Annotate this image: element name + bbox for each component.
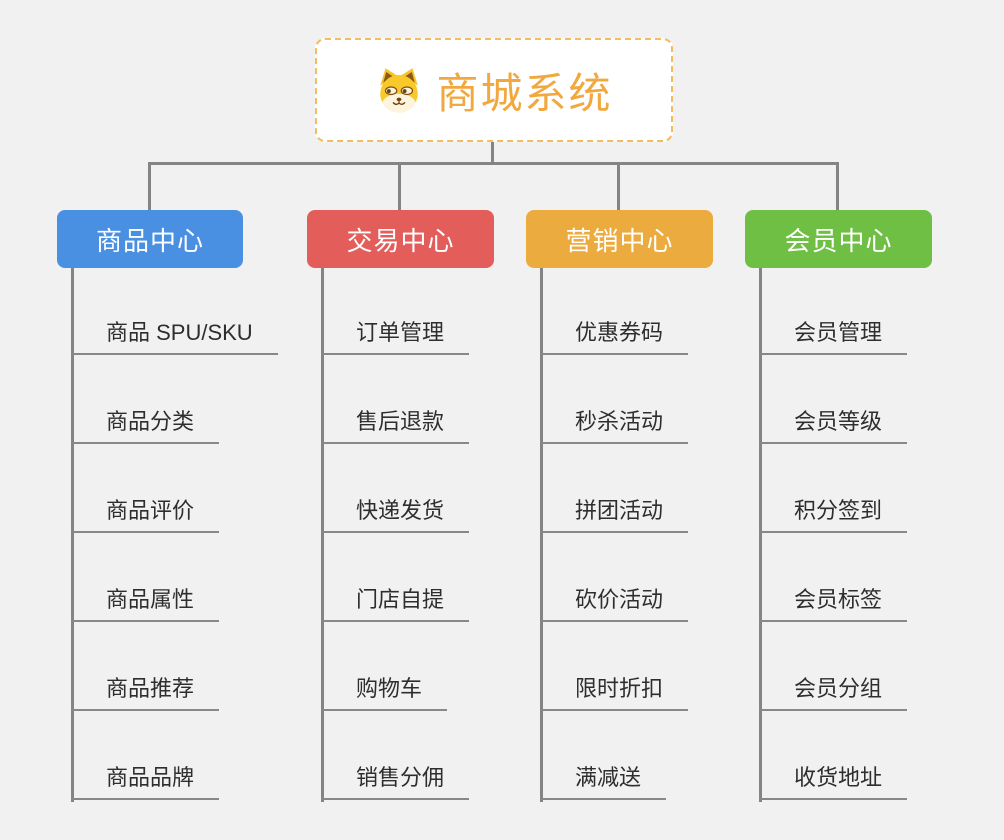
dog-face-icon	[380, 68, 419, 113]
leaf-node[interactable]: 收货地址	[759, 756, 908, 800]
branch-node-label: 会员中心	[784, 225, 893, 256]
connector-column-stem	[759, 267, 762, 802]
leaf-node[interactable]: 快递发货	[321, 489, 470, 533]
leaf-node[interactable]: 销售分佣	[321, 756, 470, 800]
connector-column-stem	[71, 267, 74, 802]
branch-node-member-center[interactable]: 会员中心	[745, 210, 932, 268]
leaf-node[interactable]: 优惠券码	[540, 311, 689, 355]
leaf-node[interactable]: 商品属性	[71, 578, 220, 622]
connector-column-stem	[321, 267, 324, 802]
leaf-node[interactable]: 商品评价	[71, 489, 220, 533]
mindmap-root-node[interactable]: 商城系统	[315, 38, 673, 142]
branch-node-product-center[interactable]: 商品中心	[57, 210, 243, 268]
leaf-node[interactable]: 商品分类	[71, 400, 220, 444]
branch-node-label: 商品中心	[95, 225, 204, 256]
leaf-node[interactable]: 积分签到	[759, 489, 908, 533]
connector-rail	[148, 162, 839, 165]
connector-branch-stub	[617, 162, 620, 211]
branch-node-marketing-center[interactable]: 营销中心	[526, 210, 713, 268]
leaf-node[interactable]: 会员标签	[759, 578, 908, 622]
connector-column-stem	[540, 267, 543, 802]
connector-branch-stub	[398, 162, 401, 211]
leaf-node[interactable]: 售后退款	[321, 400, 470, 444]
leaf-node[interactable]: 门店自提	[321, 578, 470, 622]
leaf-node[interactable]: 会员管理	[759, 311, 908, 355]
branch-node-trade-center[interactable]: 交易中心	[307, 210, 494, 268]
connector-branch-stub	[836, 162, 839, 211]
leaf-node[interactable]: 限时折扣	[540, 667, 689, 711]
branch-node-label: 营销中心	[565, 225, 674, 256]
leaf-node[interactable]: 会员等级	[759, 400, 908, 444]
leaf-node[interactable]: 订单管理	[321, 311, 470, 355]
leaf-node[interactable]: 商品 SPU/SKU	[71, 311, 278, 355]
leaf-node[interactable]: 砍价活动	[540, 578, 689, 622]
leaf-node[interactable]: 满减送	[540, 756, 667, 800]
connector-branch-stub	[148, 162, 151, 211]
connector-root-stub	[491, 142, 494, 164]
leaf-node[interactable]: 会员分组	[759, 667, 908, 711]
leaf-node[interactable]: 商品品牌	[71, 756, 220, 800]
leaf-node[interactable]: 秒杀活动	[540, 400, 689, 444]
leaf-node[interactable]: 拼团活动	[540, 489, 689, 533]
branch-node-label: 交易中心	[346, 225, 455, 256]
leaf-node[interactable]: 商品推荐	[71, 667, 220, 711]
root-node-label: 商城系统	[436, 69, 613, 117]
leaf-node[interactable]: 购物车	[321, 667, 448, 711]
